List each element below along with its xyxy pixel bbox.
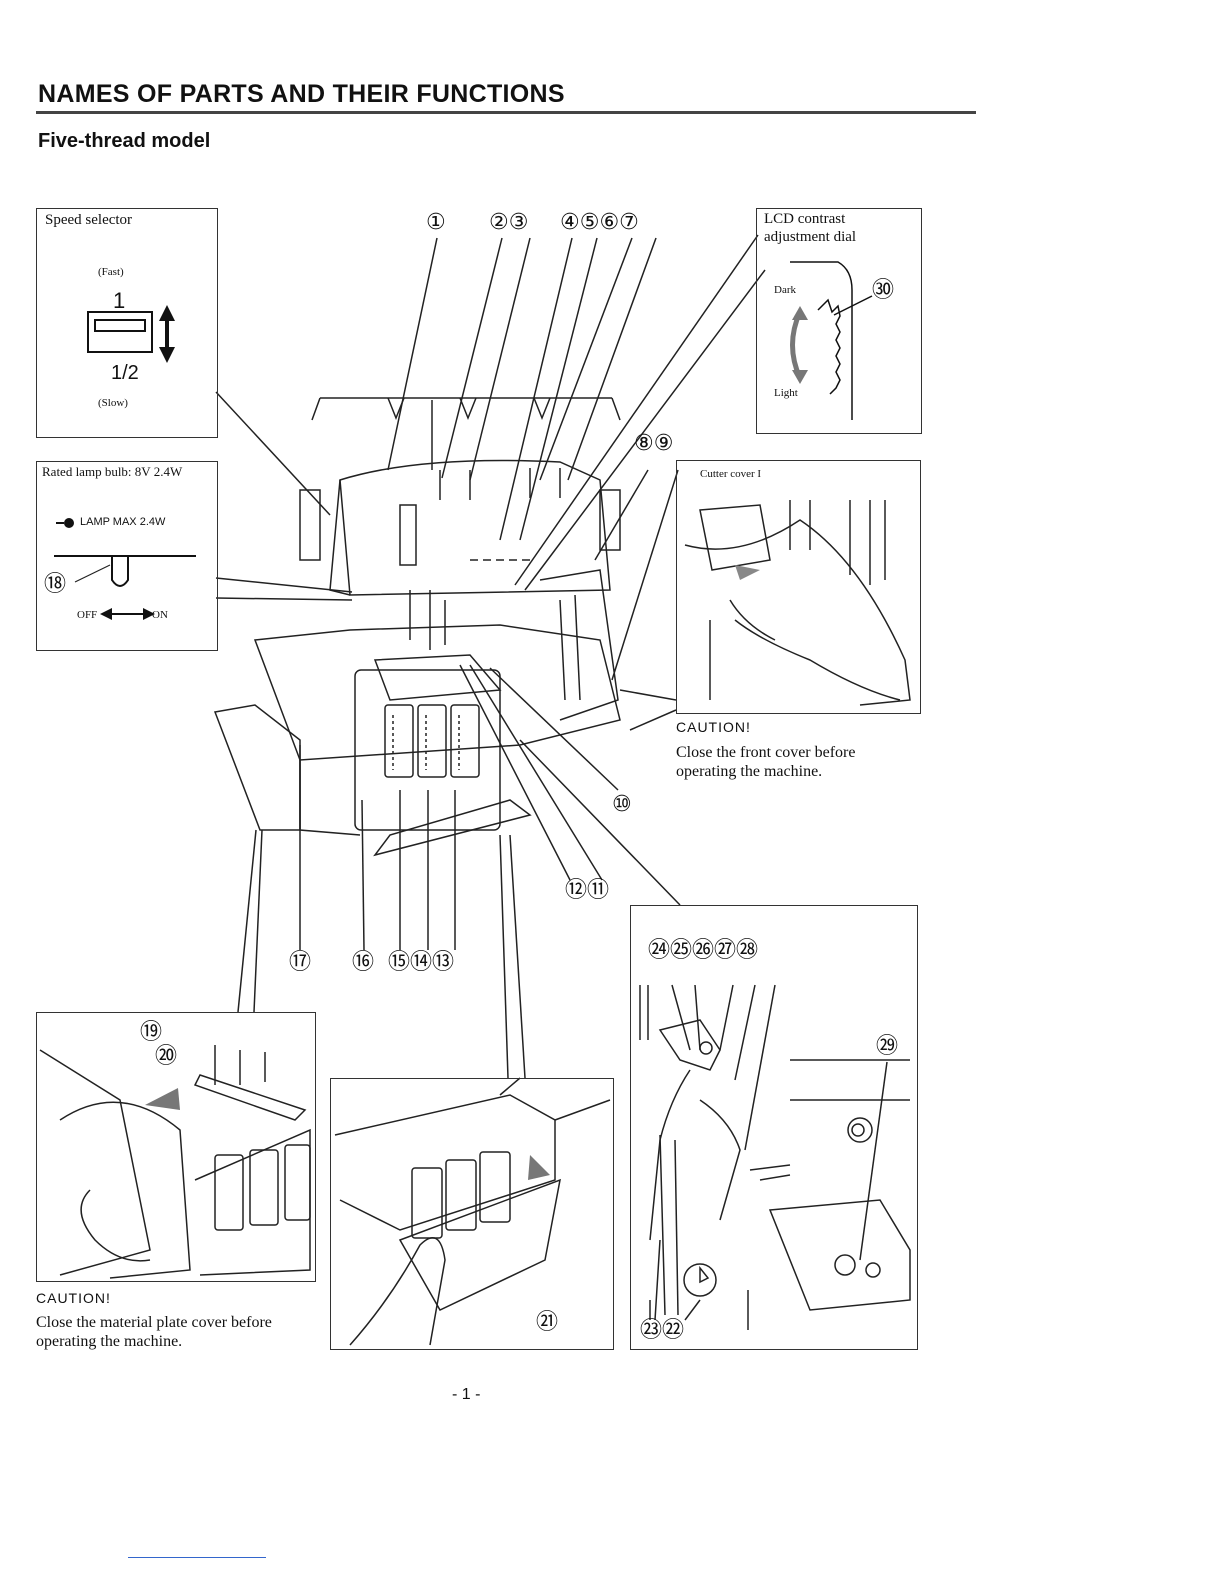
material-plate-cover — [373, 799, 532, 857]
title-rule — [36, 111, 976, 114]
callout-17: ⑰ — [289, 950, 312, 975]
lcd-label-line1: LCD contrast — [764, 211, 846, 227]
page-number: - 1 - — [452, 1386, 481, 1403]
caution-plate-text-2: operating the machine. — [36, 1333, 183, 1350]
speed-fast-label: (Fast) — [98, 266, 124, 278]
caution-front-text-1: Close the front cover before — [676, 744, 856, 761]
lamp-switch-icon — [54, 555, 196, 587]
lcd-callout-30: ㉚ — [872, 278, 895, 303]
lcd-dial-box — [756, 208, 922, 434]
page-title: NAMES OF PARTS AND THEIR FUNCTIONS — [38, 80, 565, 108]
machine-top-housing — [339, 459, 611, 596]
off-arrow-icon — [100, 608, 112, 620]
looper-cover-box — [330, 1078, 614, 1350]
material-plate-box — [36, 1012, 316, 1282]
looper-threading-illustration — [639, 984, 911, 1330]
callout-1: ① — [426, 210, 446, 235]
lcd-light-label: Light — [774, 387, 798, 399]
speed-slow-value: 1/2 — [111, 362, 139, 384]
front-cover — [213, 704, 301, 831]
callout-10: ⑩ — [612, 792, 632, 817]
speed-slow-label: (Slow) — [98, 397, 128, 409]
callout-24-28: ㉔㉕㉖㉗㉘ — [648, 938, 759, 963]
caution-front-heading: CAUTION! — [676, 719, 751, 735]
cutter-cover-box — [676, 460, 921, 714]
cutter-cover-label: Cutter cover I — [700, 468, 762, 480]
lamp-box — [36, 461, 218, 651]
caution-plate-text-1: Close the material plate cover before — [36, 1314, 272, 1331]
looper-cover-illustration — [334, 1077, 611, 1346]
callout-21: ㉑ — [536, 1310, 559, 1335]
footer-line — [128, 1557, 266, 1558]
speed-selector-box — [36, 208, 218, 438]
speed-fast-value: 1 — [113, 288, 126, 313]
lamp-callout-18: ⑱ — [44, 572, 67, 597]
lamp-bulb-icon — [64, 518, 74, 528]
callout-4-7: ④⑤⑥⑦ — [560, 210, 639, 235]
lamp-on-label: ON — [152, 609, 168, 621]
page-subtitle: Five-thread model — [38, 130, 211, 152]
callout-20: ⑳ — [155, 1044, 178, 1069]
lamp-off-label: OFF — [77, 609, 98, 621]
lcd-label-line2: adjustment dial — [764, 229, 857, 245]
lcd-dark-label: Dark — [774, 284, 796, 296]
callout-8-9: ⑧⑨ — [634, 431, 674, 456]
callout-29: ㉙ — [876, 1034, 899, 1059]
material-plate-illustration — [39, 1045, 311, 1279]
cutter-cover-illustration — [684, 500, 911, 706]
lamp-rating: Rated lamp bulb: 8V 2.4W — [42, 464, 183, 479]
looper-threading-box — [630, 905, 918, 1350]
speed-selector-label: Speed selector — [45, 212, 133, 228]
callout-2-3: ②③ — [489, 210, 529, 235]
callout-12-11: ⑫⑪ — [565, 878, 610, 903]
speed-switch-icon — [87, 311, 153, 353]
callout-16: ⑯ — [352, 950, 375, 975]
callout-23-22: ㉓㉒ — [640, 1318, 685, 1343]
lamp-max-label: LAMP MAX 2.4W — [80, 516, 166, 528]
speed-arrow-icon — [159, 305, 175, 363]
callout-19: ⑲ — [140, 1020, 163, 1045]
machine-body — [253, 624, 621, 761]
callout-15-13: ⑮⑭⑬ — [388, 950, 455, 975]
caution-front-text-2: operating the machine. — [676, 763, 823, 780]
caution-plate-heading: CAUTION! — [36, 1290, 111, 1306]
on-arrow-icon — [143, 608, 155, 620]
